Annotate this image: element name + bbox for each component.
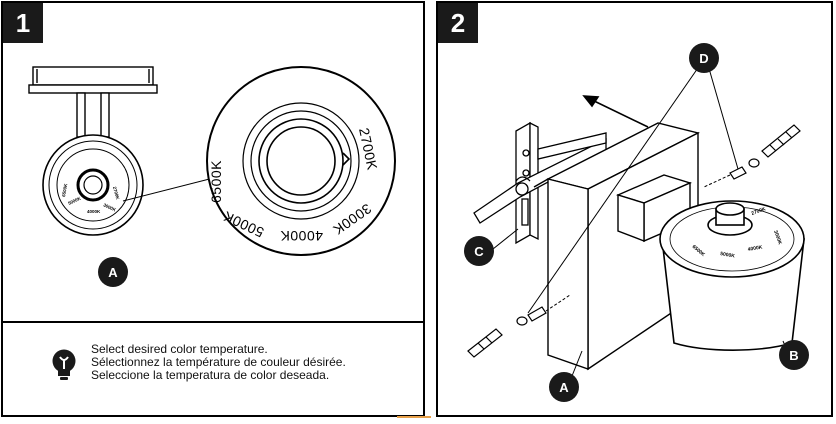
step-1-illustration: 2700K 3000K 4000K 5000K 6500K 2700K 3000… [28,66,396,287]
fixture-arm [615,174,693,243]
callout-a: A [549,372,579,402]
small-dial-label-2700k: 2700K [112,186,120,201]
step-2-panel: 2 [436,1,833,417]
small-dial-label-3000k: 3000K [103,202,118,212]
direction-arrow [582,95,649,128]
step-1-number: 1 [3,3,43,43]
callout-a-label: A [559,380,569,395]
callout-c-label: C [474,244,484,259]
callout-a-label: A [108,265,118,280]
small-dial-label-6500k: 6500K [61,183,68,198]
divider-accent [397,416,431,418]
wall-anchor-top [761,124,801,158]
fixture-shade [659,200,805,351]
small-dial-label-4000k: 4000K [87,209,101,214]
lightbulb-icon [52,349,76,380]
zoomed-dial [206,66,396,256]
screw-top [729,158,760,180]
shade-label-2700k: 2700K [751,206,767,217]
fixture-bottom-view [42,134,144,236]
shade-label-4000k: 4000K [747,244,763,253]
step-1-panel: 1 2700K 3000K 4000K 5000K 6500K [1,1,425,417]
callout-d: D [689,43,719,73]
dial-label-4000k: 4000K [280,228,323,244]
callout-b-label: B [789,348,798,363]
canopy-plate [28,66,158,94]
fixture-arm [76,92,110,138]
step-2-number: 2 [438,3,478,43]
callout-c: C [464,236,494,266]
callout-a: A [98,257,128,287]
instruction-line-fr: Sélectionnez la température de couleur d… [91,355,346,369]
step-2-illustration: 2700K 3000K 4000K 5000K 6500K [464,43,809,402]
screw-bottom [516,306,547,326]
instruction-note: Select desired color temperature. Sélect… [3,321,423,415]
dial-label-6500k: 6500K [208,160,224,203]
callout-b: B [779,340,809,370]
shade-label-3000k: 3000K [772,230,783,246]
instruction-line-en: Select desired color temperature. [91,342,268,356]
instruction-line-es: Seleccione la temperatura de color desea… [91,368,330,382]
shade-label-5000k: 5000K [720,251,736,260]
small-dial-label-5000k: 5000K [67,195,82,205]
dashed-guide-top [703,174,731,188]
wall-anchor-bottom [467,328,503,358]
mounting-bracket [473,121,607,245]
instruction-text: Select desired color temperature. Sélect… [91,343,346,382]
callout-d-label: D [699,51,708,66]
